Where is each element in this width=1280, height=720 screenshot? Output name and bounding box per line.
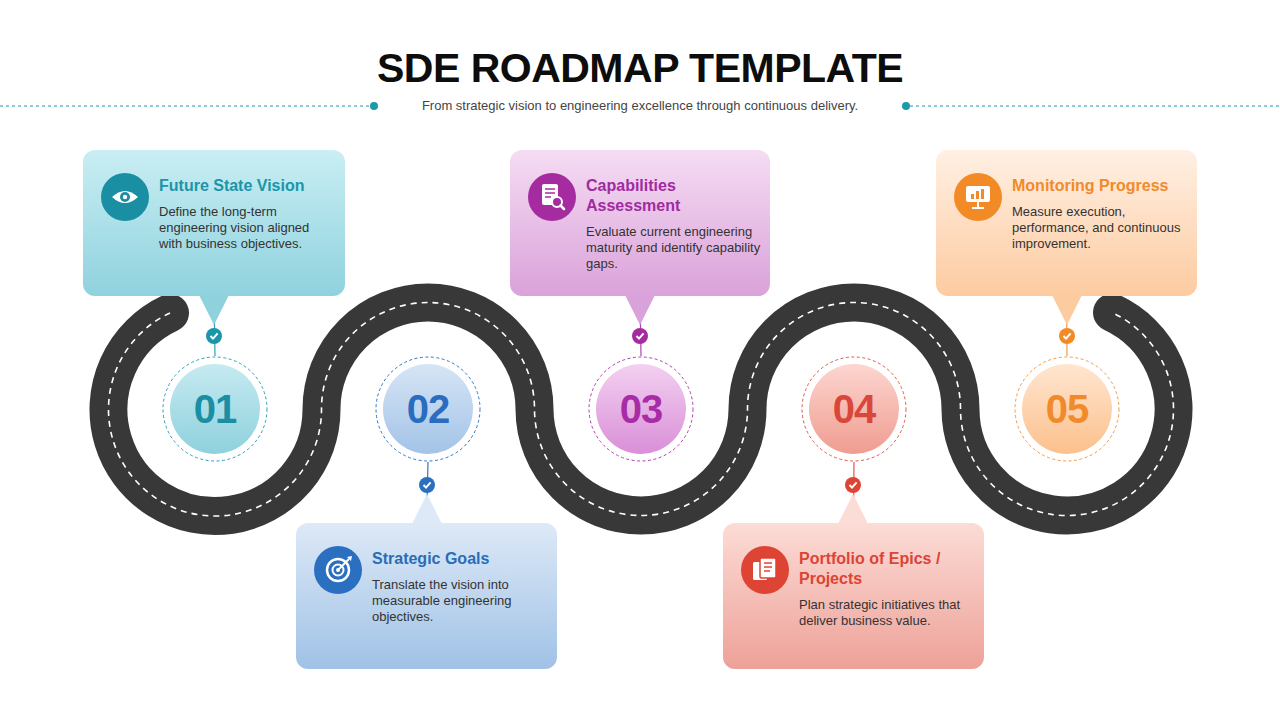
header-dot [370, 102, 378, 110]
callout-pointer [412, 494, 442, 524]
step-heading: Monitoring Progress [1012, 176, 1197, 196]
leader-connector [427, 462, 429, 523]
leader-connector [853, 462, 855, 523]
callout-box: Monitoring ProgressMeasure execution, pe… [936, 150, 1197, 296]
callout-text-group: Capabilities AssessmentEvaluate current … [586, 176, 766, 272]
step-number-circle: 05 [1014, 356, 1120, 462]
portfolio-icon [741, 546, 789, 594]
header-dot [902, 102, 910, 110]
header-rule [0, 105, 370, 106]
step-number: 04 [801, 356, 907, 462]
step-heading: Capabilities Assessment [586, 176, 771, 216]
callout-box: Portfolio of Epics / ProjectsPlan strate… [723, 523, 984, 669]
callout-pointer [838, 494, 868, 524]
step-description: Evaluate current engineering maturity an… [586, 224, 761, 272]
road [109, 303, 1174, 517]
callout-pointer [1052, 295, 1082, 325]
step-heading: Future State Vision [159, 176, 344, 196]
leader-connector [640, 296, 641, 356]
callout-pointer [625, 295, 655, 325]
check-marker [1059, 328, 1075, 344]
step-number: 05 [1014, 356, 1120, 462]
dashed-ring [802, 357, 906, 461]
callout-box: Future State VisionDefine the long-term … [83, 150, 345, 296]
dashed-ring [163, 357, 267, 461]
step-description: Translate the vision into measurable eng… [372, 577, 547, 625]
target-icon [314, 546, 362, 594]
step-description: Define the long-term engineering vision … [159, 204, 334, 252]
step-number: 03 [588, 356, 694, 462]
step-heading: Strategic Goals [372, 549, 557, 569]
document-search-icon [528, 173, 576, 221]
leader-connector [1066, 296, 1068, 356]
callout-text-group: Monitoring ProgressMeasure execution, pe… [1012, 176, 1192, 252]
dashed-ring [1015, 357, 1119, 461]
step-number-circle: 01 [162, 356, 268, 462]
slide-subtitle: From strategic vision to engineering exc… [0, 98, 1280, 114]
check-marker [206, 328, 222, 344]
callout-pointer [199, 295, 229, 325]
step-heading: Portfolio of Epics / Projects [799, 549, 984, 589]
header-rule [910, 105, 1280, 106]
step-number-circle: 04 [801, 356, 907, 462]
step-description: Measure execution, performance, and cont… [1012, 204, 1187, 252]
step-number-circle: 02 [375, 356, 481, 462]
step-number: 01 [162, 356, 268, 462]
callout-text-group: Portfolio of Epics / ProjectsPlan strate… [799, 549, 979, 629]
leader-connector [214, 296, 215, 356]
step-number-circle: 03 [588, 356, 694, 462]
check-marker [419, 477, 435, 493]
dashed-ring [376, 357, 480, 461]
callout-box: Strategic GoalsTranslate the vision into… [296, 523, 557, 669]
callout-box: Capabilities AssessmentEvaluate current … [510, 150, 770, 296]
check-marker [632, 328, 648, 344]
callout-text-group: Future State VisionDefine the long-term … [159, 176, 339, 252]
dashed-ring [589, 357, 693, 461]
road-lane-marking [109, 303, 1174, 517]
monitor-chart-icon [954, 173, 1002, 221]
slide-title: SDE ROADMAP TEMPLATE [0, 44, 1280, 92]
eye-icon [101, 173, 149, 221]
step-number: 02 [375, 356, 481, 462]
step-description: Plan strategic initiatives that deliver … [799, 597, 974, 629]
check-marker [845, 477, 861, 493]
callout-text-group: Strategic GoalsTranslate the vision into… [372, 549, 552, 625]
